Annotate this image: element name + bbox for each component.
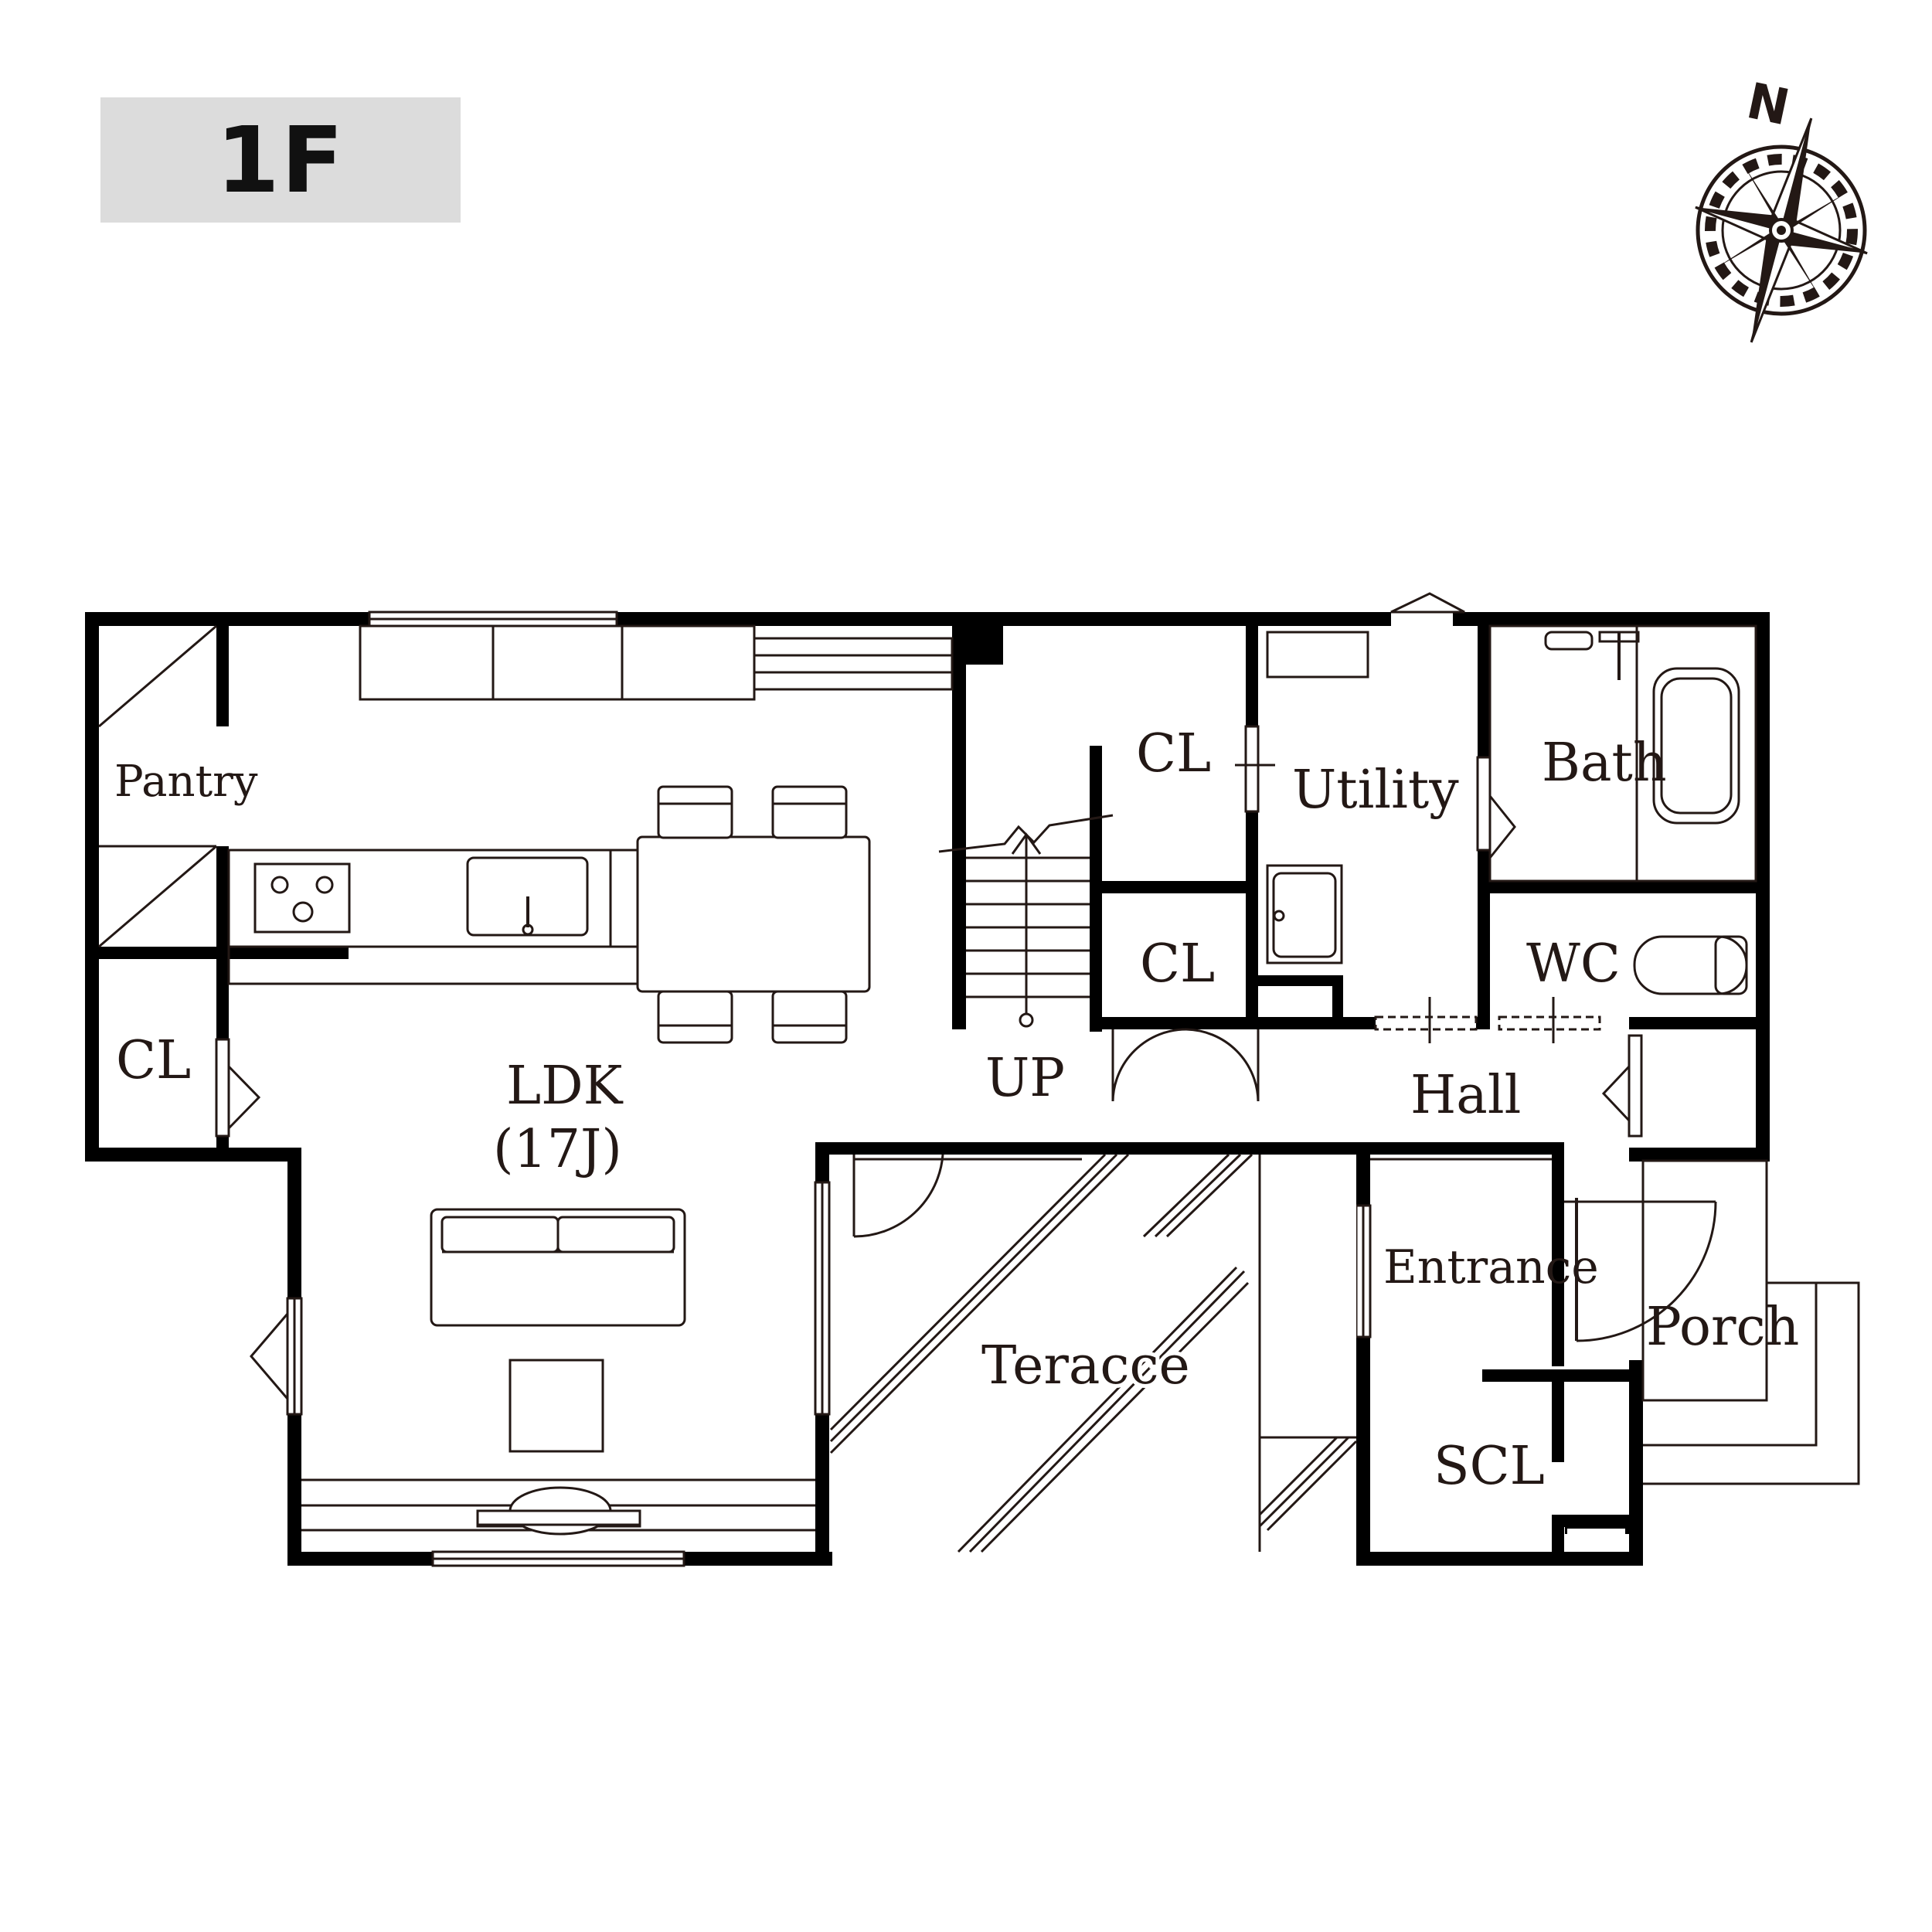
room-label-cl-middle: CL — [1140, 934, 1215, 995]
room-label-terrace: Teracce — [981, 1335, 1190, 1396]
room-label-cl-north: CL — [1136, 723, 1211, 784]
floor-badge: 1F — [100, 97, 461, 223]
compass-north-label: N — [1742, 73, 1794, 138]
dining-table — [636, 785, 871, 1044]
cl-doors — [1111, 725, 1275, 1102]
pantry-shelves — [98, 624, 217, 948]
room-label-bath: Bath — [1542, 733, 1667, 794]
hall-doors — [215, 1034, 1643, 1400]
room-label-pantry: Pantry — [114, 757, 258, 807]
room-label-cl-west: CL — [116, 1030, 191, 1091]
bath-fixtures — [1476, 624, 1757, 883]
living-furniture — [301, 1208, 815, 1536]
room-label-ldk-size: (17J) — [493, 1119, 622, 1180]
room-label-utility: Utility — [1292, 760, 1459, 821]
entrance-porch — [1370, 1158, 1860, 1550]
wc-fixtures — [1374, 935, 1748, 1043]
room-labels: Pantry CL LDK (17J) UP CL CL Utility Bat… — [114, 723, 1799, 1497]
terrace — [829, 1153, 1358, 1553]
room-label-up: UP — [985, 1048, 1065, 1109]
room-label-wc: WC — [1526, 934, 1621, 995]
room-label-scl: SCL — [1434, 1436, 1545, 1497]
stairs — [938, 814, 1114, 1028]
utility-fixtures — [1266, 631, 1369, 964]
room-label-ldk: LDK — [506, 1056, 624, 1117]
kitchen — [227, 624, 954, 985]
room-label-porch: Porch — [1646, 1297, 1799, 1358]
room-label-hall: Hall — [1410, 1065, 1521, 1126]
room-label-entrance: Entrance — [1383, 1240, 1599, 1294]
floor-label: 1F — [216, 107, 345, 213]
